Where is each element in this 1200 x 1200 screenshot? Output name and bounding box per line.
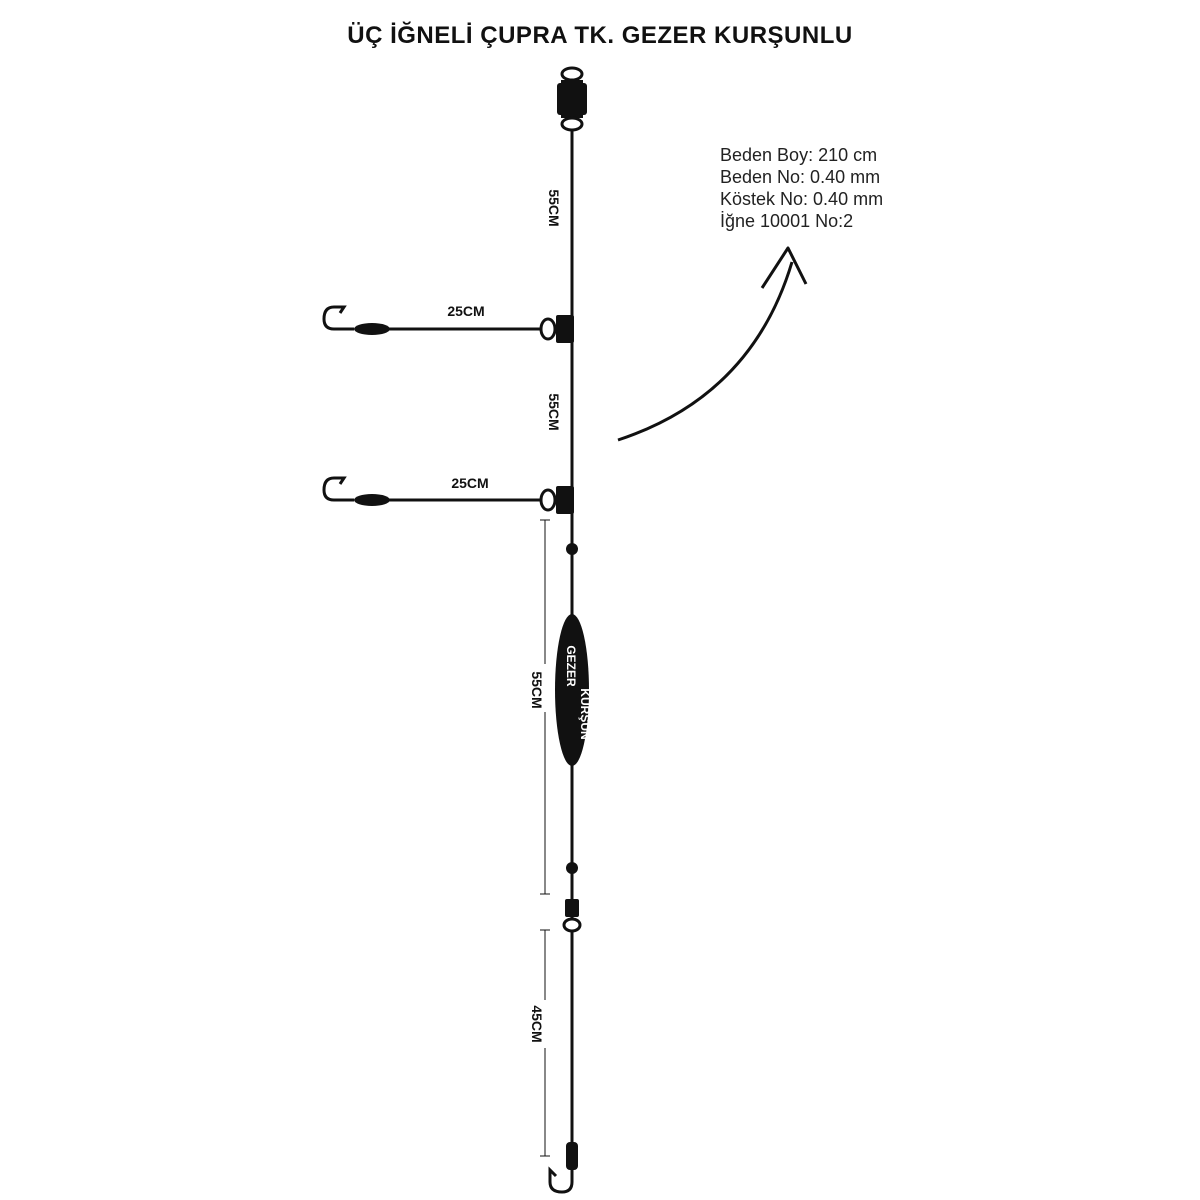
upper-branch: 25CM (322, 303, 574, 343)
spec-hook: İğne 10001 No:2 (720, 211, 854, 231)
sinker-icon: GEZER KURŞUN (555, 614, 592, 766)
bead-icon (354, 323, 390, 335)
bottom-hook-icon (548, 1142, 578, 1194)
swivel-icon (556, 486, 574, 514)
sinker-label-line2: KURŞUN (578, 688, 592, 739)
branch-upper-label: 25CM (447, 303, 484, 319)
sinker-label-line1: GEZER (564, 645, 578, 687)
specs-list: Beden Boy: 210 cm Beden No: 0.40 mm Köst… (720, 144, 883, 232)
segment-bottom-label: 45CM (529, 1005, 545, 1042)
bead-icon (354, 494, 390, 506)
lower-branch: 25CM (322, 475, 574, 514)
hook-icon (322, 476, 354, 502)
curved-arrow-icon (617, 246, 808, 442)
page-title: ÜÇ İĞNELİ ÇUPRA TK. GEZER KURŞUNLU (347, 22, 853, 49)
sinker-dimension: 55CM (529, 519, 550, 895)
bottom-swivel-icon (562, 899, 582, 933)
spec-body-line: Beden No: 0.40 mm (720, 167, 881, 187)
segment-top-label: 55CM (546, 189, 562, 226)
branch-lower-label: 25CM (451, 475, 488, 491)
hook-icon (322, 305, 354, 331)
swivel-icon (556, 315, 574, 343)
segment-middle-label: 55CM (546, 393, 562, 430)
spec-body-length: Beden Boy: 210 cm (720, 145, 878, 165)
bottom-dimension: 45CM (529, 929, 550, 1157)
top-swivel-icon (557, 66, 587, 132)
stopper-bead-icon (566, 862, 578, 874)
spec-leader-line: Köstek No: 0.40 mm (720, 189, 884, 209)
stopper-bead-icon (566, 543, 578, 555)
segment-sinker-label: 55CM (529, 671, 545, 708)
